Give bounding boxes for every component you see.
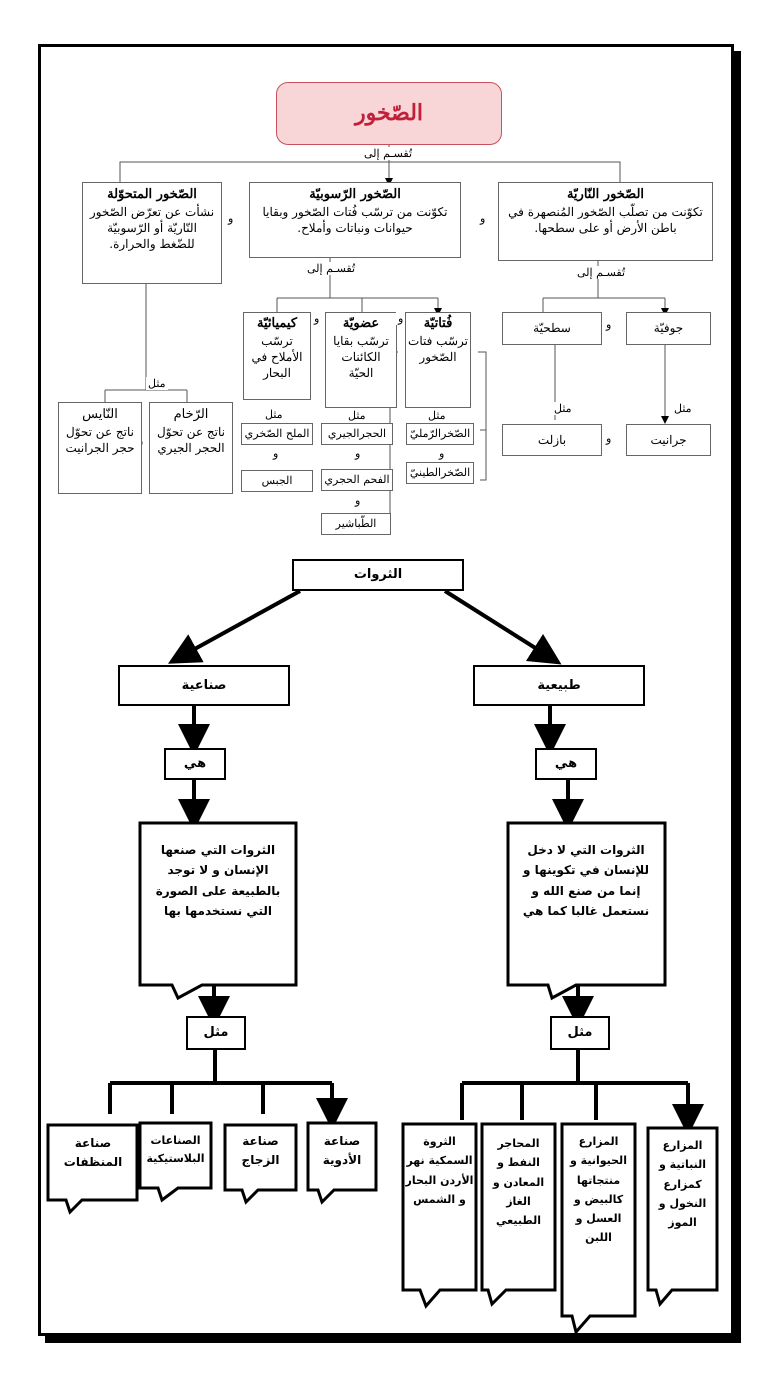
industrial-desc: الثروات التي صنعها الإنسان و لا توجد بال…	[155, 843, 281, 919]
industrial-example-medicine: صناعة الأدوية	[322, 1134, 362, 1168]
industrial-example-plastics: الصناعات البلاستيكية	[146, 1134, 205, 1165]
example-label: مثل	[552, 402, 574, 416]
wealth-root-node: الثروات	[292, 559, 464, 591]
example-label: مثل	[186, 1016, 246, 1050]
igneous-desc: تكوّنت من تصلّب الصّخور المُنصهرة في باط…	[508, 204, 703, 235]
divide-label: تُقسـم إلى	[305, 262, 358, 276]
rocks-root-node: الصّخور	[276, 82, 502, 145]
and-label: و	[396, 312, 406, 326]
chalk-node: الطّباشير	[321, 513, 391, 535]
industrial-example-detergents: صناعة المنظفات	[63, 1136, 123, 1170]
and-label: و	[353, 494, 363, 508]
example-label: مثل	[263, 408, 285, 422]
industrial-example-glass: صناعة الزجاج	[241, 1134, 280, 1168]
and-label: و	[437, 447, 447, 461]
example-label: مثل	[426, 409, 448, 423]
natural-node: طبيعية	[473, 665, 645, 706]
chemical-title: كيميائيّة	[256, 316, 298, 331]
and-label: و	[226, 212, 236, 226]
rock-salt-node: الملح الصّخري	[241, 423, 313, 445]
metamorphic-node: الصّخور المتحوّلة نشأت عن تعرّض الصّخور …	[82, 182, 222, 284]
is-label: هي	[535, 748, 597, 780]
example-label: مثل	[346, 409, 368, 423]
metamorphic-desc: نشأت عن تعرّض الصّخور النّاريّة أو الرّس…	[89, 204, 215, 251]
divide-label: تُقسـم إلى	[575, 266, 628, 280]
basalt-node: بازلت	[502, 424, 602, 456]
is-label: هي	[164, 748, 226, 780]
marble-title: الرّخام	[173, 407, 209, 422]
organic-title: عضويّة	[342, 316, 380, 331]
shale-node: الصّخرالطينيّ	[406, 462, 474, 484]
metamorphic-title: الصّخور المتحوّلة	[107, 187, 197, 202]
gneiss-title: النّايس	[82, 407, 118, 422]
divide-label: تُقسـم إلى	[362, 147, 415, 161]
organic-desc: ترسّب بقايا الكائنات الحيّة	[333, 333, 389, 380]
natural-example-plant-farms: المزارع النباتية و كمزارع النخول و الموز	[658, 1139, 707, 1229]
sedimentary-title: الصّخور الرّسوبيّة	[309, 187, 401, 202]
granite-node: جرانيت	[626, 424, 711, 456]
clastic-desc: ترسّب فتات الصّخور	[408, 333, 468, 364]
example-label: مثل	[550, 1016, 610, 1050]
marble-desc: ناتج عن تحوّل الحجر الجيري	[156, 424, 225, 455]
sandstone-node: الصّخرالرّمليّ	[406, 423, 474, 445]
example-label: مثل	[146, 377, 168, 391]
igneous-node: الصّخور النّاريّة تكوّنت من تصلّب الصّخو…	[498, 182, 713, 261]
organic-node: عضويّة ترسّب بقايا الكائنات الحيّة	[325, 312, 397, 408]
chemical-desc: ترسّب الأملاح في البحار	[251, 333, 303, 380]
chemical-node: كيميائيّة ترسّب الأملاح في البحار	[243, 312, 311, 400]
natural-example-animal-farms: المزارع الحيوانية و منتجاتها كالبيض و ال…	[570, 1135, 627, 1245]
gneiss-desc: ناتج عن تحوّل حجر الجرانيت	[65, 424, 135, 455]
natural-example-quarries: المحاجر النفط و المعادن و الغاز الطبيعي	[492, 1137, 545, 1227]
sedimentary-node: الصّخور الرّسوبيّة تكوّنت من ترسّب فُتات…	[249, 182, 461, 258]
clastic-node: فُتاتيّة ترسّب فتات الصّخور	[405, 312, 471, 408]
gypsum-node: الجبس	[241, 470, 313, 492]
sedimentary-desc: تكوّنت من ترسّب فُتات الصّخور وبقايا حيو…	[262, 204, 448, 235]
and-label: و	[271, 447, 281, 461]
coal-node: الفحم الحجري	[321, 469, 393, 491]
intrusive-node: جوفيّة	[626, 312, 711, 345]
and-label: و	[604, 318, 614, 332]
and-label: و	[353, 447, 363, 461]
limestone-node: الحجرالجيري	[321, 423, 393, 445]
and-label: و	[312, 312, 322, 326]
and-label: و	[478, 212, 488, 226]
and-label: و	[604, 432, 614, 446]
industrial-node: صناعية	[118, 665, 290, 706]
igneous-title: الصّخور النّاريّة	[566, 187, 645, 202]
clastic-title: فُتاتيّة	[423, 316, 453, 331]
gneiss-node: النّايس ناتج عن تحوّل حجر الجرانيت	[58, 402, 142, 494]
example-label: مثل	[672, 402, 694, 416]
natural-desc: الثروات التي لا دخل للإنسان في تكوينها و…	[522, 843, 650, 919]
extrusive-node: سطحيّة	[502, 312, 602, 345]
marble-node: الرّخام ناتج عن تحوّل الحجر الجيري	[149, 402, 233, 494]
natural-example-fish: الثروة السمكية نهر الأردن البحار و الشمس	[405, 1135, 474, 1206]
